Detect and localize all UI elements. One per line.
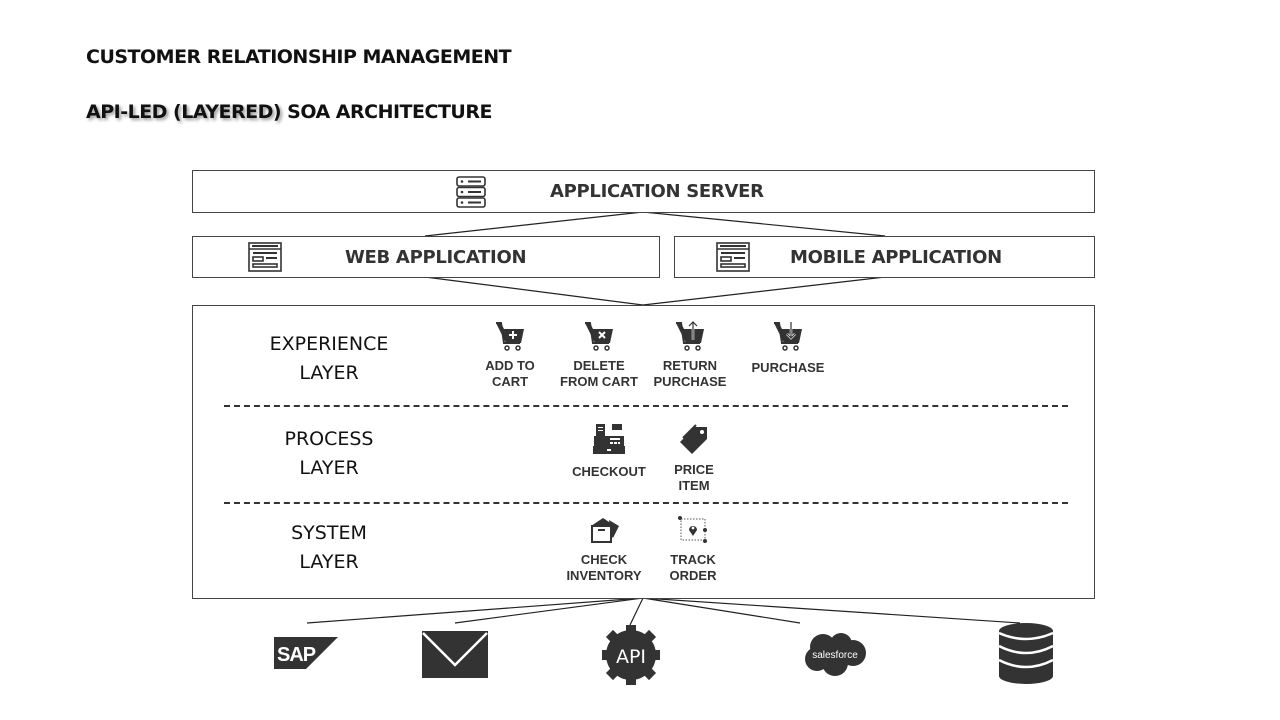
item-label: RETURN xyxy=(662,358,718,373)
experience-layer-label: EXPERIENCE LAYER xyxy=(249,330,409,388)
web-application-label: WEB APPLICATION xyxy=(345,247,527,268)
cart-purchase-icon xyxy=(774,322,802,351)
layer-name: SYSTEM xyxy=(291,522,367,544)
cart-add-icon xyxy=(496,322,524,351)
page-subtitle: API-LED (LAYERED) SOA ARCHITECTURE xyxy=(86,101,492,123)
checkout-service: CHECKOUT xyxy=(559,422,659,480)
svg-text:API: API xyxy=(616,646,646,668)
api-gear-icon: API xyxy=(602,625,660,685)
page-title: CUSTOMER RELATIONSHIP MANAGEMENT xyxy=(86,46,512,68)
item-label: FROM CART xyxy=(560,374,638,389)
item-label: PURCHASE xyxy=(653,374,727,389)
svg-text:SAP: SAP xyxy=(277,644,316,666)
item-label: DELETE xyxy=(573,358,625,373)
item-label: TRACK xyxy=(670,552,716,567)
item-label: INVENTORY xyxy=(566,568,642,583)
mobile-application-label: MOBILE APPLICATION xyxy=(790,247,1002,268)
database-icon xyxy=(998,623,1054,684)
salesforce-cloud-icon: salesforce xyxy=(805,633,866,676)
item-label: CART xyxy=(491,374,529,389)
item-label: ADD TO xyxy=(485,358,535,373)
api-layers-box xyxy=(192,305,1095,599)
browser-window-icon xyxy=(248,242,282,272)
layer-name: EXPERIENCE xyxy=(269,333,389,355)
item-label: PURCHASE xyxy=(751,360,825,375)
inventory-box-icon xyxy=(591,518,619,543)
process-layer-label: PROCESS LAYER xyxy=(249,425,409,483)
sap-logo-icon: SAP xyxy=(274,637,338,669)
item-label: CHECKOUT xyxy=(572,464,646,479)
track-map-icon xyxy=(678,516,707,543)
layer-divider xyxy=(224,405,1068,407)
subtitle-highlight: API-LED (LAYERED) xyxy=(86,101,282,123)
layer-name: LAYER xyxy=(299,551,359,573)
browser-window-icon xyxy=(716,242,750,272)
web-application-box: WEB APPLICATION xyxy=(192,236,660,278)
subtitle-rest: SOA ARCHITECTURE xyxy=(281,101,492,123)
item-label: ITEM xyxy=(678,478,710,493)
layer-name: LAYER xyxy=(299,362,359,384)
server-icon xyxy=(456,176,486,208)
layer-name: PROCESS xyxy=(284,428,374,450)
system-layer-label: SYSTEM LAYER xyxy=(249,519,409,577)
layer-divider xyxy=(224,502,1068,504)
cash-register-icon xyxy=(593,424,625,454)
application-server-box: APPLICATION SERVER xyxy=(192,170,1095,213)
cart-return-icon xyxy=(676,320,704,351)
purchase-service: PURCHASE xyxy=(738,320,838,376)
mobile-application-box: MOBILE APPLICATION xyxy=(674,236,1095,278)
item-label: CHECK xyxy=(580,552,628,567)
application-server-label: APPLICATION SERVER xyxy=(550,181,764,202)
price-tag-icon xyxy=(680,424,707,454)
layer-name: LAYER xyxy=(299,457,359,479)
svg-text:salesforce: salesforce xyxy=(812,650,858,661)
mail-icon xyxy=(422,631,488,678)
item-label: ORDER xyxy=(669,568,717,583)
item-label: PRICE xyxy=(674,462,714,477)
cart-delete-icon xyxy=(585,322,613,351)
